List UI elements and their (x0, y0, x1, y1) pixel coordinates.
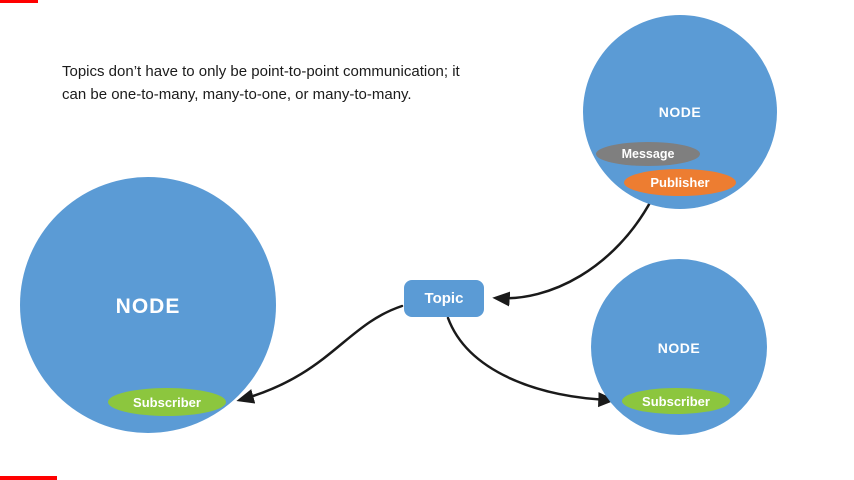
caption-text: Topics don’t have to only be point-to-po… (62, 63, 460, 104)
topic-label: Topic (424, 290, 464, 307)
message-badge-label: Message (621, 147, 675, 161)
arrow-topic-to-right-subscriber (446, 316, 616, 408)
node-label: NODE (657, 340, 701, 356)
red-line-bottom-left (0, 476, 57, 480)
publisher-badge: Publisher (624, 169, 736, 196)
subscriber-badge-label: Subscriber (133, 394, 201, 410)
publisher-badge-label: Publisher (650, 175, 710, 190)
message-badge: Message (596, 142, 700, 166)
node-label: NODE (658, 104, 702, 120)
red-line-top-left (0, 0, 38, 3)
subscriber-badge-label: Subscriber (642, 393, 710, 409)
subscriber-badge: Subscriber (622, 388, 730, 414)
node-label: NODE (115, 295, 181, 318)
topic-box: Topic (404, 280, 484, 317)
subscriber-badge: Subscriber (108, 388, 226, 416)
